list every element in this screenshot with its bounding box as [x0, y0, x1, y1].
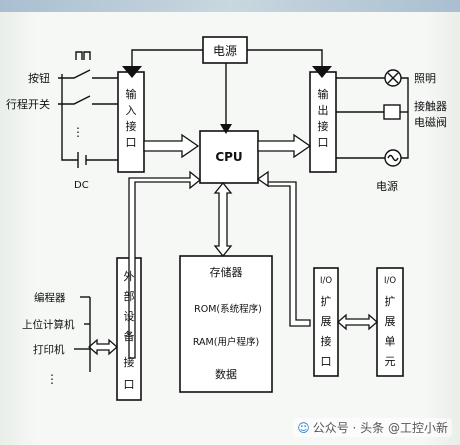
expansion-link-arrow	[337, 313, 378, 331]
cpu-box	[199, 130, 259, 184]
watermark: ☺公众号 · 头条 @工控小新	[293, 418, 452, 437]
external-interface-char-6: 口	[124, 378, 135, 391]
external-interface-char-3: 设	[124, 310, 135, 323]
ac-wave	[387, 154, 399, 162]
io-expansion-unit-box	[376, 267, 404, 377]
host-computer-label: 上位计算机	[22, 318, 75, 331]
power-wire-to-output	[247, 49, 323, 72]
input-to-cpu-arrow	[143, 133, 200, 159]
external-interface-char-4: 备	[124, 329, 135, 343]
io-expansion-interface-char-4: 口	[321, 355, 332, 368]
io-expansion-unit-char-2: 展	[385, 315, 396, 328]
contactor-label: 接触器	[414, 99, 447, 113]
input-interface-char-3: 接	[126, 120, 137, 133]
power-label-top: 电源	[213, 44, 237, 58]
output-interface-char-2: 出	[318, 103, 329, 117]
io-expansion-unit-char-1: 扩	[385, 294, 396, 308]
external-interface-char-5: 接	[124, 356, 135, 369]
output-interface-char-1: 输	[318, 87, 329, 101]
external-interface-char-1: 外	[124, 270, 135, 283]
io-expansion-interface-top: I/O	[320, 276, 332, 286]
io-expansion-interface-char-2: 展	[321, 315, 332, 328]
output-interface-char-4: 口	[318, 136, 329, 149]
travel-switch-label: 行程开关	[6, 97, 50, 111]
button-symbol	[75, 51, 91, 60]
account-icon: ☺	[297, 421, 310, 435]
io-expansion-unit-top: I/O	[384, 276, 396, 286]
memory-data: 数据	[215, 367, 237, 381]
cpu-to-io-expansion-arrow	[256, 170, 311, 327]
cpu-label: CPU	[215, 150, 242, 164]
lamp-cross	[387, 72, 399, 84]
input-interface-char-2: 入	[126, 104, 137, 117]
coil-icon	[383, 104, 401, 120]
cpu-memory-arrow	[213, 181, 233, 258]
io-expansion-unit-char-4: 元	[385, 355, 396, 368]
memory-ram: RAM(用户程序)	[193, 336, 259, 348]
power-arrowhead-cpu	[220, 124, 232, 134]
programmer-label: 编程器	[34, 291, 66, 304]
io-expansion-interface-char-3: 接	[321, 335, 332, 348]
external-interface-to-cpu-arrow	[128, 170, 202, 359]
power-arrowhead-output	[312, 66, 332, 78]
peripheral-link-arrow	[88, 338, 118, 356]
input-interface-char-4: 口	[126, 136, 137, 149]
external-interface-char-2: 部	[124, 289, 135, 303]
memory-title: 存储器	[210, 265, 243, 279]
input-interface-box	[117, 71, 145, 173]
printer-label: 打印机	[33, 343, 65, 356]
solenoid-valve-label: 电磁阀	[414, 115, 447, 129]
io-expansion-unit-char-3: 单	[385, 335, 396, 348]
top-border-strip	[0, 0, 460, 12]
io-expansion-interface-box	[313, 267, 339, 377]
dc-label: DC	[74, 180, 89, 191]
input-dots: ⋮	[72, 125, 84, 139]
output-common-wire	[401, 77, 409, 159]
watermark-text: 公众号 · 头条 @工控小新	[312, 421, 448, 435]
memory-box	[179, 255, 273, 393]
travel-switch-wire	[58, 95, 118, 105]
button-label: 按钮	[28, 71, 50, 85]
power-wire-to-input	[131, 49, 203, 72]
lighting-label: 照明	[414, 72, 436, 85]
button-switch-wire	[58, 69, 118, 79]
power-label-bottom: 电源	[376, 179, 398, 193]
cpu-to-output-arrow	[257, 133, 312, 159]
input-interface-char-1: 输	[126, 87, 137, 101]
peripheral-dots: ⋮	[46, 372, 58, 386]
output-interface-char-3: 接	[318, 120, 329, 133]
power-arrowhead-input	[122, 66, 142, 78]
output-interface-box	[309, 71, 337, 173]
memory-rom: ROM(系统程序)	[194, 303, 262, 315]
io-expansion-interface-char-1: 扩	[321, 294, 332, 308]
input-common-wire	[61, 74, 118, 161]
